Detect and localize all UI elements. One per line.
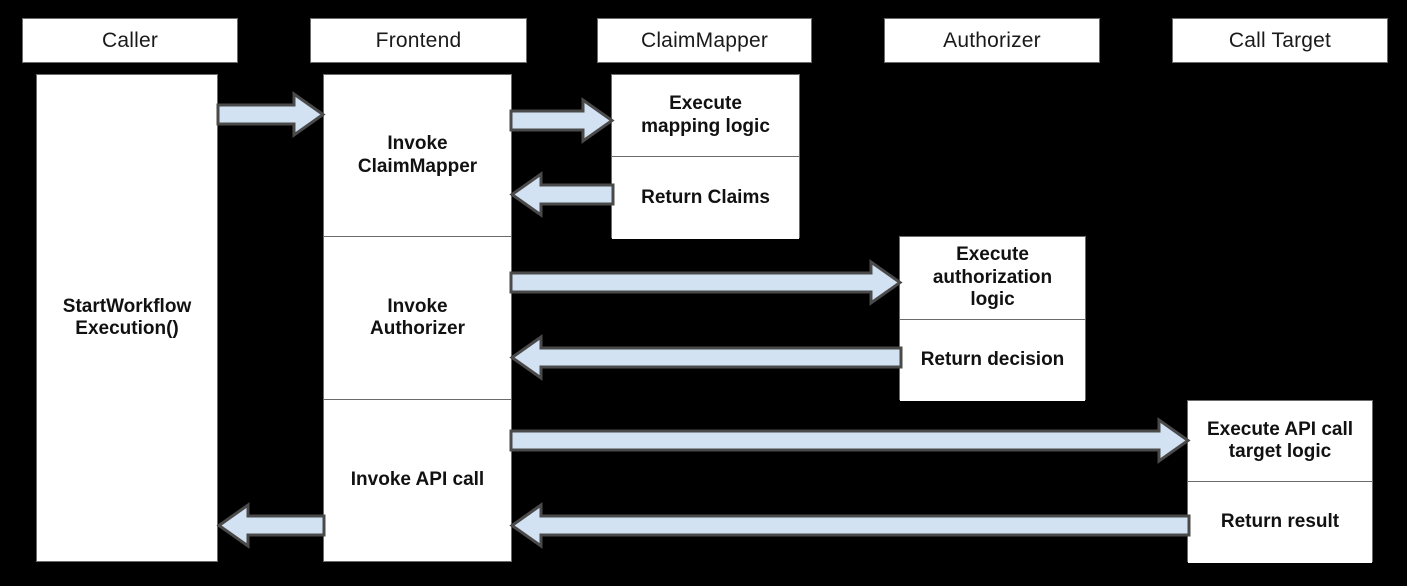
participant-label: Frontend	[375, 28, 462, 52]
activation-frontend-invoke-claimmapper[interactable]: Invoke ClaimMapper	[324, 75, 511, 236]
lifeline-authorizer: Execute authorization logic Return decis…	[899, 236, 1086, 401]
participant-header-claimmapper[interactable]: ClaimMapper	[597, 18, 812, 63]
activation-claimmapper-execute-mapping-logic[interactable]: Execute mapping logic	[612, 75, 799, 156]
activation-frontend-invoke-api-call[interactable]: Invoke API call	[324, 399, 511, 560]
message-arrow-caller-to-frontend[interactable]	[216, 91, 326, 138]
lifeline-claimmapper: Execute mapping logic Return Claims	[611, 74, 800, 239]
activation-frontend-invoke-authorizer[interactable]: Invoke Authorizer	[324, 236, 511, 399]
participant-header-calltarget[interactable]: Call Target	[1172, 18, 1388, 63]
message-arrow-frontend-to-caller[interactable]	[216, 502, 326, 549]
message-arrow-authorizer-to-frontend[interactable]	[509, 334, 903, 381]
activation-authorizer-execute-authorization-logic[interactable]: Execute authorization logic	[900, 237, 1085, 319]
message-arrow-frontend-to-authorizer[interactable]	[509, 259, 903, 306]
activation-authorizer-return-decision[interactable]: Return decision	[900, 319, 1085, 401]
lifeline-caller: StartWorkflow Execution()	[36, 74, 218, 562]
message-arrow-frontend-to-calltarget[interactable]	[509, 417, 1191, 464]
participant-label: Call Target	[1228, 28, 1332, 52]
activation-caller-start-workflow[interactable]: StartWorkflow Execution()	[37, 75, 217, 561]
message-arrow-calltarget-to-frontend[interactable]	[509, 502, 1191, 549]
participant-header-caller[interactable]: Caller	[22, 18, 238, 63]
participant-label: Caller	[101, 28, 159, 52]
activation-calltarget-execute-api-call-target-logic[interactable]: Execute API call target logic	[1188, 401, 1372, 481]
message-arrow-frontend-to-claimmapper[interactable]	[509, 97, 615, 144]
lifeline-frontend: Invoke ClaimMapper Invoke Authorizer Inv…	[323, 74, 512, 562]
participant-header-authorizer[interactable]: Authorizer	[884, 18, 1100, 63]
lifeline-calltarget: Execute API call target logic Return res…	[1187, 400, 1373, 563]
participant-label: ClaimMapper	[640, 28, 769, 52]
activation-calltarget-return-result[interactable]: Return result	[1188, 481, 1372, 563]
participant-label: Authorizer	[943, 28, 1041, 52]
message-arrow-claimmapper-to-frontend[interactable]	[509, 171, 615, 218]
participant-header-frontend[interactable]: Frontend	[310, 18, 527, 63]
activation-claimmapper-return-claims[interactable]: Return Claims	[612, 156, 799, 239]
